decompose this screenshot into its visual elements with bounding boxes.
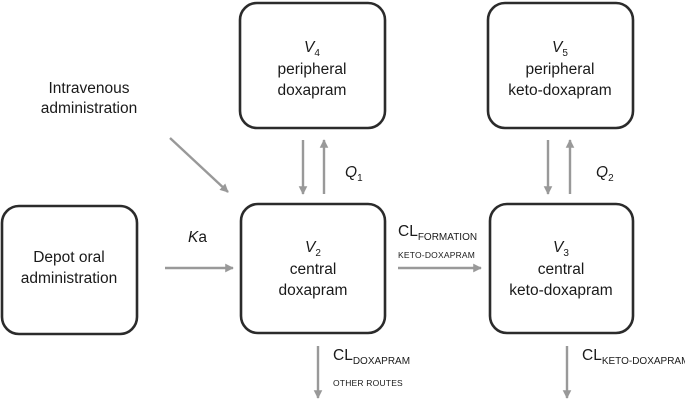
volume-subscript: 3 bbox=[563, 248, 569, 259]
peripheral-keto-line1: peripheral bbox=[526, 61, 595, 78]
volume-symbol: V bbox=[553, 239, 565, 256]
cl-main: CL bbox=[582, 347, 602, 364]
cl-subscript: DOXAPRAM bbox=[353, 356, 410, 367]
peripheral-keto-box bbox=[486, 1, 635, 130]
depot-label-line1: Depot oral bbox=[33, 249, 105, 266]
central-doxapram-box bbox=[239, 202, 387, 335]
volume-subscript: 5 bbox=[562, 48, 568, 59]
iv-label-line1: Intravenous bbox=[49, 80, 130, 97]
cl-subscript: FORMATION bbox=[418, 232, 477, 243]
q2-subscript: 2 bbox=[608, 173, 614, 184]
central-keto-line2: keto-doxapram bbox=[509, 282, 612, 299]
peripheral-doxapram-box bbox=[238, 1, 387, 130]
cl-subscript: KETO-DOXAPRAM bbox=[602, 356, 685, 367]
volume-symbol: V bbox=[304, 39, 316, 56]
peripheral-doxapram-volume: V4 bbox=[304, 39, 320, 59]
depot-label-line2: administration bbox=[21, 270, 118, 287]
cl-formation-line2: KETO-DOXAPRAM bbox=[398, 250, 475, 260]
central-doxapram-volume: V2 bbox=[305, 239, 321, 259]
central-doxapram-line1: central bbox=[290, 261, 337, 278]
depot-box bbox=[0, 204, 139, 336]
peripheral-keto-volume: V5 bbox=[552, 39, 568, 59]
cl-main: CL bbox=[333, 347, 353, 364]
volume-subscript: 4 bbox=[314, 48, 320, 59]
central-keto-volume: V3 bbox=[553, 239, 569, 259]
cl-main: CL bbox=[398, 223, 418, 240]
cl-keto-label: CLKETO-DOXAPRAM bbox=[582, 347, 685, 367]
peripheral-keto-line2: keto-doxapram bbox=[508, 82, 611, 99]
volume-subscript: 2 bbox=[315, 248, 321, 259]
cl-formation-label: CLFORMATION bbox=[398, 223, 477, 243]
q1-label: Q1 bbox=[345, 164, 363, 184]
ka-symbol: K bbox=[188, 229, 199, 246]
q1-symbol: Q bbox=[345, 164, 357, 181]
cl-doxapram-line2: OTHER ROUTES bbox=[333, 378, 403, 388]
central-keto-box bbox=[488, 202, 635, 335]
cl-doxapram-label: CLDOXAPRAM bbox=[333, 347, 410, 367]
central-doxapram-line2: doxapram bbox=[279, 282, 348, 299]
peripheral-doxapram-line1: peripheral bbox=[278, 61, 347, 78]
q1-subscript: 1 bbox=[357, 173, 363, 184]
central-keto-line1: central bbox=[538, 261, 585, 278]
q2-label: Q2 bbox=[596, 164, 614, 184]
q2-symbol: Q bbox=[596, 164, 608, 181]
peripheral-doxapram-line2: doxapram bbox=[278, 82, 347, 99]
ka-label: Ka bbox=[188, 229, 207, 246]
volume-symbol: V bbox=[305, 239, 317, 256]
iv-label-line2: administration bbox=[41, 100, 138, 117]
iv-arrow bbox=[169, 137, 229, 193]
volume-symbol: V bbox=[552, 39, 564, 56]
ka-rest: a bbox=[198, 229, 207, 246]
